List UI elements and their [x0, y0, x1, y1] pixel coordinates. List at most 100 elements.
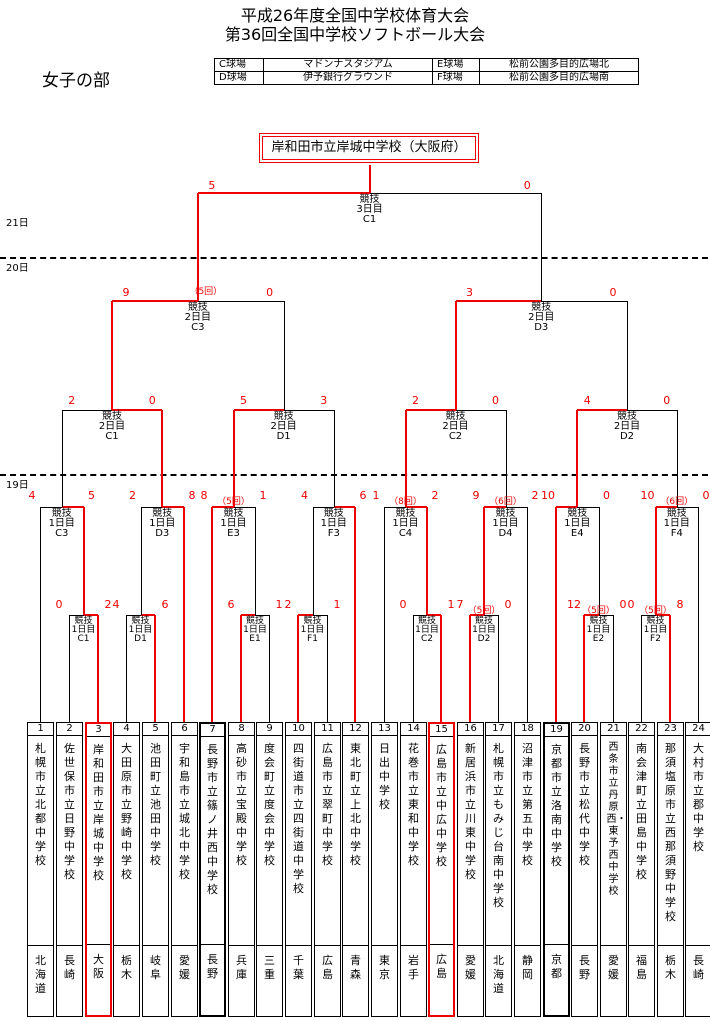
match-label-line: F3 — [327, 528, 340, 539]
match-label-line: F1 — [307, 634, 318, 644]
bracket-line — [269, 615, 270, 722]
match-label-line: 競技 — [495, 508, 516, 519]
team-prefecture: 広島 — [315, 945, 340, 1016]
match-label-line: 競技 — [531, 302, 552, 313]
match-label-line: 競技 — [74, 616, 93, 626]
day-divider-19 — [0, 474, 708, 476]
bracket-line — [405, 506, 427, 508]
match-label-line: 競技 — [51, 508, 72, 519]
score: 2 — [412, 394, 419, 407]
team-prefecture: 愛媛 — [458, 945, 483, 1016]
prefecture-name: 栃木 — [121, 954, 132, 981]
bracket-line — [297, 615, 299, 722]
bracket-line — [426, 507, 428, 615]
bracket-line — [283, 301, 285, 410]
bracket-line — [233, 507, 255, 508]
team-number: 10 — [286, 723, 311, 736]
team-name: 札幌市立もみじ台南中学校 — [493, 742, 504, 909]
team-prefecture: 長野 — [201, 944, 224, 1015]
match-label-line: 2日目 — [528, 312, 555, 323]
prefecture-name: 青森 — [350, 954, 361, 981]
team-prefecture: 愛媛 — [172, 945, 197, 1016]
match-label-line: 2日目 — [442, 421, 469, 432]
team-number: 1 — [28, 723, 53, 736]
team-name: 度会町立度会中学校 — [264, 742, 275, 867]
prefecture-name: 福島 — [636, 954, 647, 981]
team-number: 6 — [172, 723, 197, 736]
match-label-line: 競技 — [589, 616, 608, 626]
match-label-line: 2日目 — [613, 421, 641, 432]
score: 9 — [472, 489, 480, 502]
match-label-line: E2 — [592, 634, 605, 644]
team-name: 広島市立中広中学校 — [436, 743, 447, 868]
match-label-line: 競技 — [359, 194, 380, 205]
match-label-line: 1日目 — [243, 625, 267, 635]
bracket-line — [240, 615, 242, 722]
bracket-line — [183, 507, 185, 722]
bracket-line — [627, 301, 628, 410]
match-label-line: 1日目 — [492, 518, 519, 529]
match-label-line: C1 — [77, 634, 90, 644]
bracket-line — [655, 614, 670, 616]
bracket-line — [384, 507, 385, 722]
match-label-line: E1 — [249, 634, 261, 644]
match-label-line: 1日目 — [586, 625, 611, 635]
bracket-line — [576, 410, 579, 507]
score: 1 — [259, 489, 267, 502]
bracket-line — [577, 507, 599, 508]
match-label-line: 1日目 — [320, 518, 347, 529]
team-prefecture: 兵庫 — [229, 945, 254, 1016]
bracket-line — [641, 615, 642, 722]
match-label-line: 競技 — [417, 616, 437, 626]
team-prefecture: 岐阜 — [143, 945, 168, 1016]
match-label-line: 1日目 — [48, 518, 75, 529]
team-prefecture: 東京 — [372, 945, 397, 1016]
team-name: 長野市立松代中学校 — [579, 742, 590, 867]
team-number: 12 — [343, 723, 368, 736]
bracket-line — [655, 506, 677, 508]
match-label-line: C1 — [362, 214, 377, 225]
bracket-line — [698, 507, 699, 722]
score: 8 — [200, 489, 208, 502]
score: 2 — [284, 598, 292, 611]
team-name: 四街道市立四街道中学校 — [293, 742, 304, 895]
venue-code: F球場 — [432, 71, 480, 85]
score: 0 — [523, 179, 531, 192]
score: 8 — [188, 489, 196, 502]
match-label-line: C4 — [398, 528, 413, 539]
match-label-line: F2 — [650, 634, 661, 644]
match-label-line: 競技 — [187, 302, 208, 313]
match-label-line: 1日目 — [415, 625, 439, 635]
prefecture-name: 長崎 — [693, 954, 704, 981]
bracket-line — [527, 507, 528, 722]
score: 2 — [431, 489, 439, 502]
venue-name: 伊予銀行グラウンド — [263, 71, 433, 85]
team-prefecture: 千葉 — [286, 945, 311, 1016]
prefecture-name: 広島 — [436, 953, 447, 980]
score: 7 — [456, 598, 464, 611]
prefecture-name: 広島 — [322, 954, 333, 981]
bracket-line — [440, 615, 442, 722]
bracket-line — [196, 193, 199, 301]
bracket-line — [140, 507, 142, 615]
match-label-line: D3 — [155, 528, 170, 539]
bracket-line — [484, 506, 506, 508]
match-label-line: D4 — [498, 528, 513, 539]
team-prefecture: 長崎 — [686, 945, 710, 1016]
team-number: 8 — [229, 723, 254, 736]
bracket-line — [641, 615, 656, 616]
match-label-line: C1 — [105, 431, 119, 442]
team-number: 19 — [545, 724, 568, 737]
match-label-line: 1日目 — [128, 625, 153, 635]
